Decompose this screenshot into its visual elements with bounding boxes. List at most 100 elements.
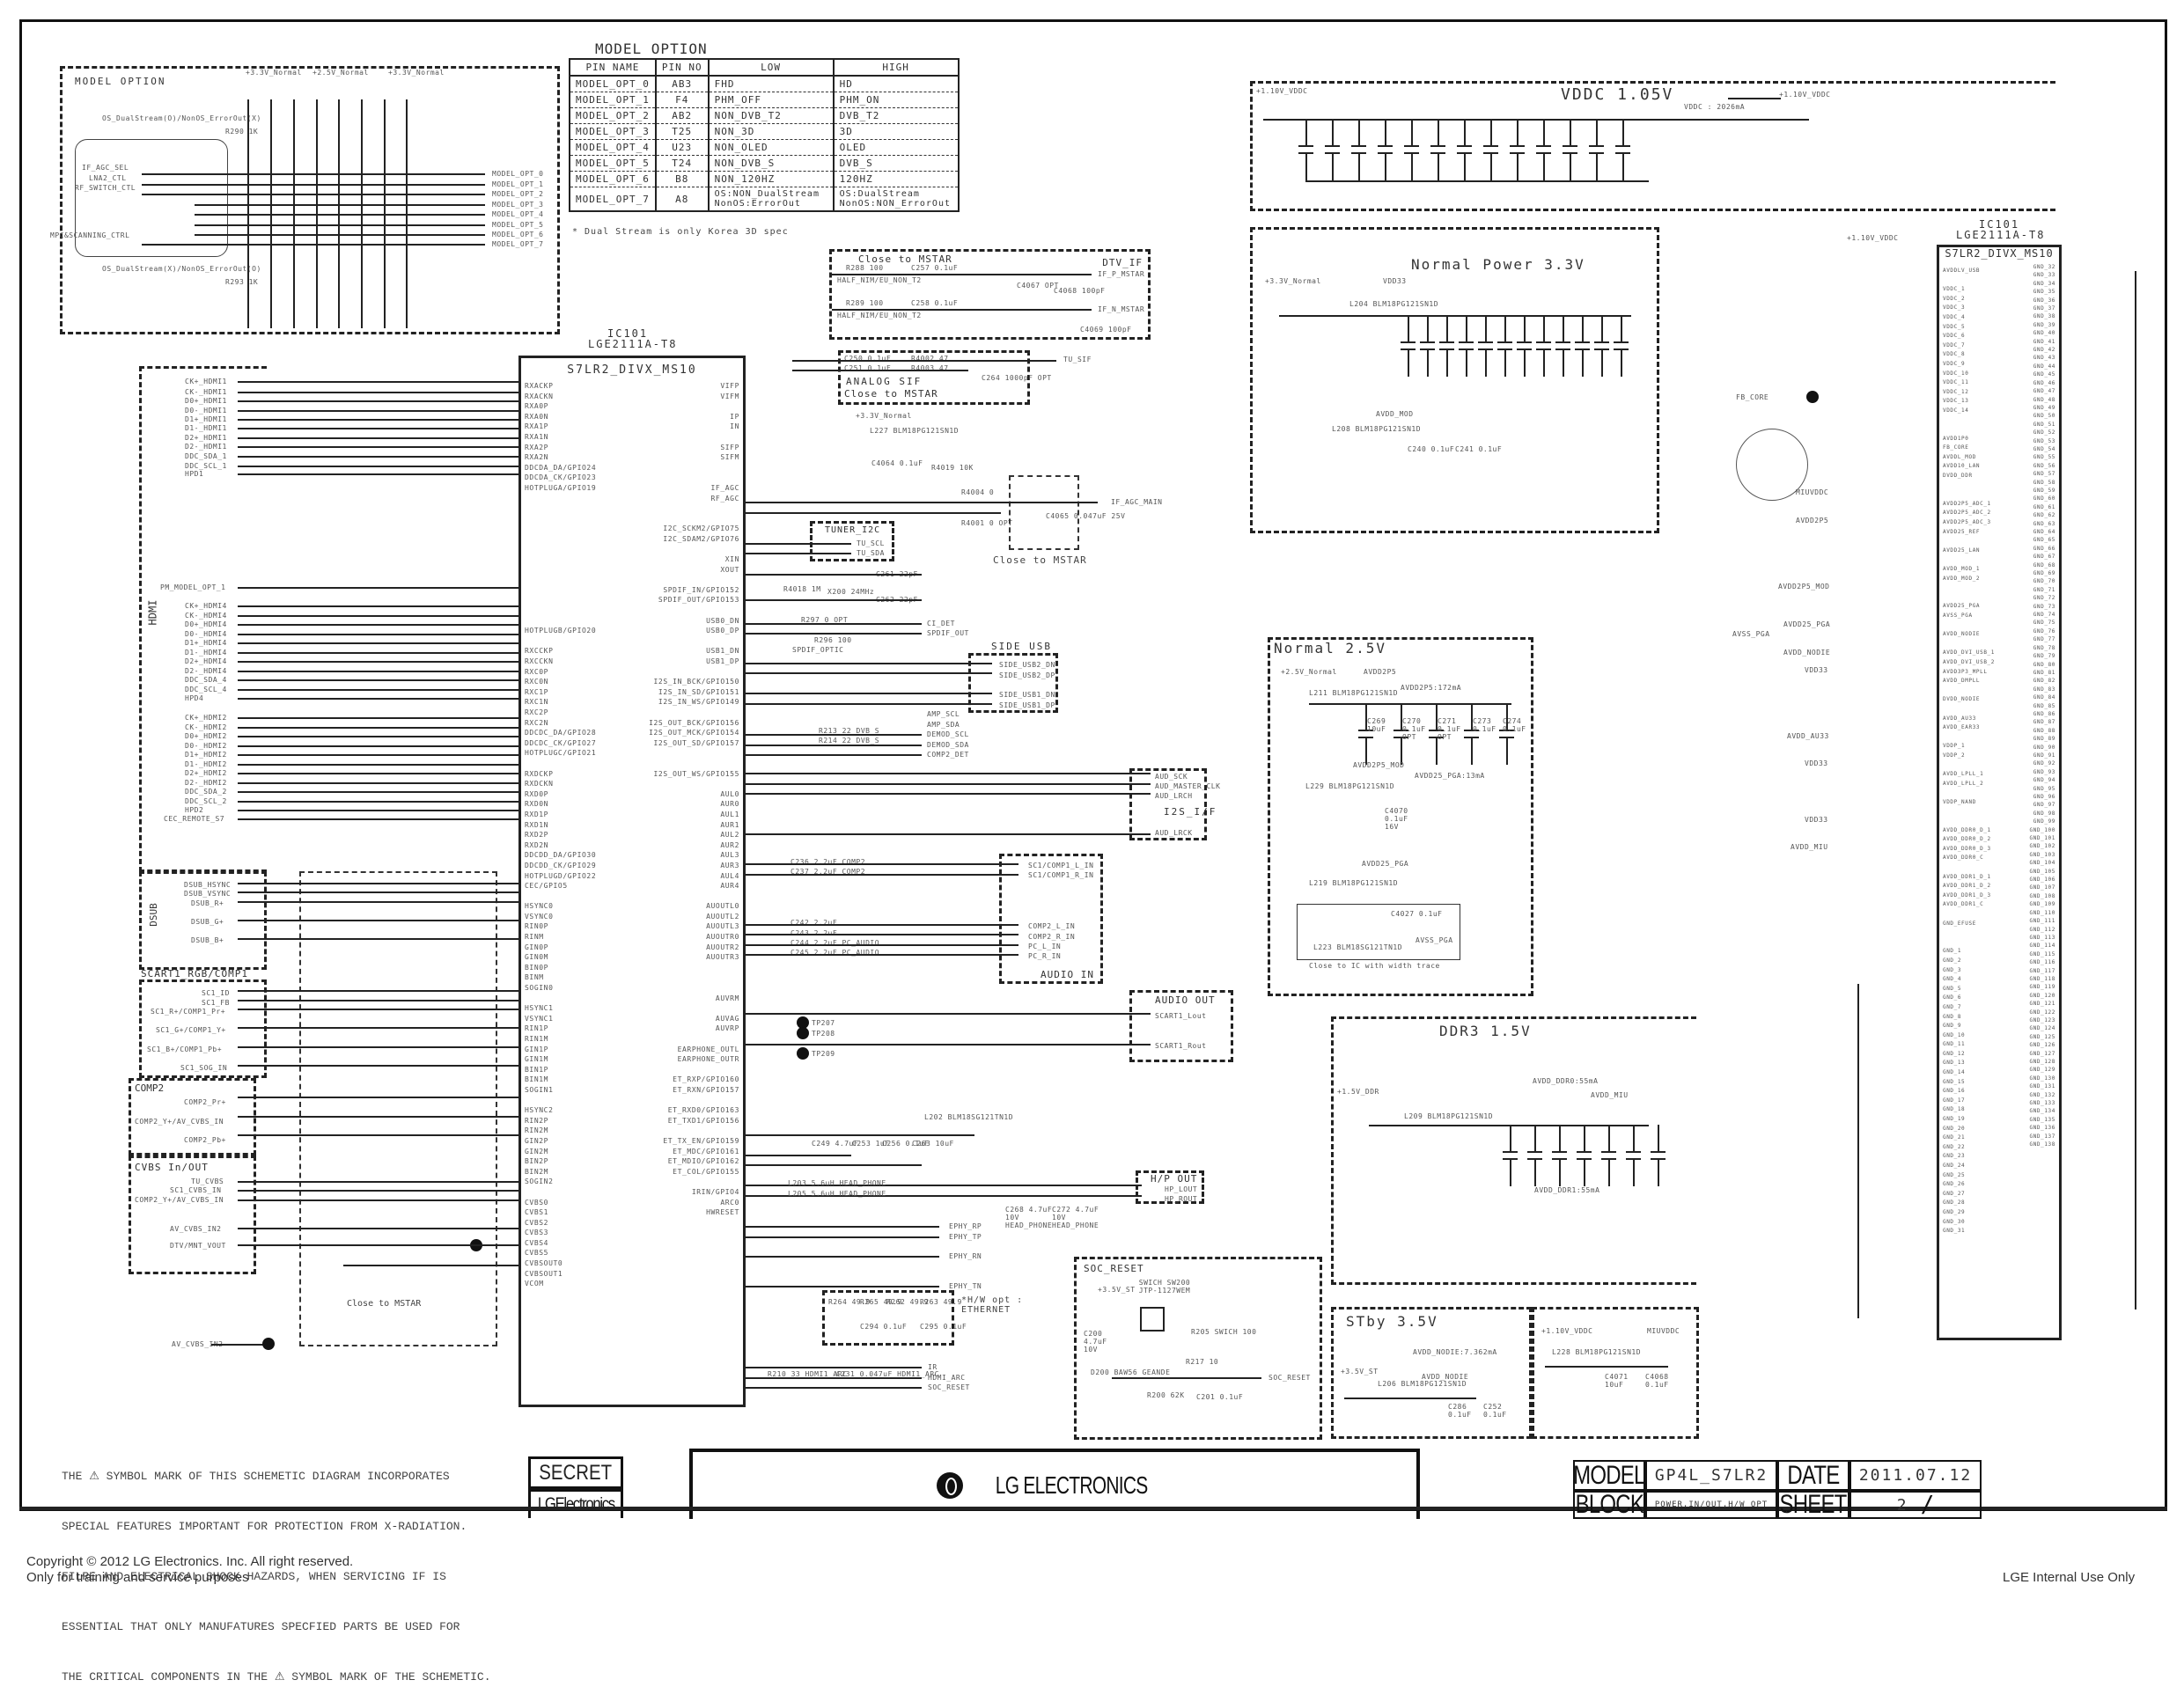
capacitor — [1320, 119, 1346, 180]
net-label: VDD33 — [1805, 816, 1828, 824]
output-port: MODEL_OPT_3 — [492, 201, 544, 209]
note: Close to IC with width trace — [1309, 962, 1440, 970]
main-ic: S7LR2_DIVX_MS10 RXACKP RXACKN RXA0P RXA0… — [518, 356, 746, 1407]
section-title: HDMI — [146, 599, 159, 626]
part-label: C286 0.1uF — [1448, 1403, 1472, 1419]
part-label: R210 33 HDMI1_ARC — [768, 1370, 848, 1378]
wire — [195, 224, 485, 226]
net-label: FB_CORE — [1736, 393, 1769, 401]
capacitor — [1596, 1125, 1621, 1186]
port-label: SC1_SOG_IN — [180, 1064, 228, 1072]
wire — [338, 99, 340, 328]
cell: T25 — [654, 123, 710, 140]
port-label: CK+_HDMI2 — [185, 714, 227, 722]
net-label: AVSS_PGA — [1732, 630, 1770, 638]
cell: MODEL_OPT_0 — [569, 76, 657, 92]
date-label: DATE — [1787, 1460, 1840, 1490]
part-label: R296 100 — [814, 636, 852, 644]
fb-core-testpoint — [1806, 391, 1819, 403]
part-label: C242 2.2uF — [791, 919, 838, 927]
part-label: R263 49.9 — [920, 1298, 962, 1306]
part-label: C268 4.7uF 10V HEAD_PHONE — [1005, 1206, 1053, 1229]
port-label: CK+_HDMI1 — [185, 378, 227, 385]
port-label: COMP2_DET — [927, 751, 969, 759]
port-label: SC1_CVBS_IN — [170, 1186, 222, 1194]
part-label: C252 0.1uF — [1483, 1403, 1507, 1419]
part-label: L209 BLM18PG121SN1D — [1404, 1112, 1494, 1120]
secret-label-cell: SECRET — [528, 1456, 623, 1489]
wire — [1309, 703, 1511, 705]
part-label: C240 0.1uF — [1408, 445, 1455, 453]
part-label: C273 0.1uF — [1473, 717, 1496, 733]
port-label: D1-_HDMI4 — [185, 649, 227, 657]
capacitor — [1434, 315, 1454, 377]
model-option-circuit: MODEL OPTION +3.3V_Normal +2.5V_Normal +… — [50, 66, 560, 334]
capacitor — [1522, 1125, 1547, 1186]
reset-switch[interactable] — [1140, 1307, 1165, 1332]
part-label: C251 0.1uF — [844, 364, 892, 372]
wire — [792, 370, 968, 371]
wire — [746, 833, 1151, 835]
testpoint-label: TP208 — [812, 1030, 835, 1038]
cell: NON_DVB_T2 — [707, 107, 835, 124]
rail-label: +3.3V_Normal — [856, 412, 912, 420]
sheet-label-cell: SHEET — [1777, 1490, 1849, 1519]
wire — [746, 874, 1018, 876]
port-label: D1+_HDMI2 — [185, 751, 227, 759]
port-label: HP_LOUT — [1165, 1185, 1198, 1193]
current-label: AVDD_DDR0:55mA — [1533, 1077, 1599, 1085]
wire — [1279, 315, 1631, 317]
cell: OS:NON_DualStream NonOS:ErrorOut — [707, 187, 835, 212]
rail-label: MIUVDDC — [1647, 1327, 1680, 1335]
capacitor — [1423, 703, 1459, 765]
wire — [293, 99, 295, 328]
sheet-slash: / — [1920, 1492, 1935, 1518]
port-label: IF_N_MSTAR — [1098, 305, 1145, 313]
capacitor — [1459, 703, 1494, 765]
port-label: SOC_RESET — [928, 1383, 970, 1391]
rail-label: +3.3V_Normal — [246, 69, 302, 77]
rail-label: +3.5V_ST — [1341, 1368, 1379, 1376]
port-label: D0-_HDMI4 — [185, 630, 227, 638]
ethernet-section: R264 49.9 R265 49.9 R262 49.9 R263 49.9 … — [822, 1290, 967, 1346]
capacitor — [1452, 119, 1478, 180]
lg-small-cell: LGElectronics — [528, 1489, 623, 1518]
part-label: C263 10uF — [912, 1140, 954, 1148]
cell: DVB_S — [832, 155, 960, 172]
section-title: TUNER_I2C — [825, 525, 881, 535]
output-port: MODEL_OPT_5 — [492, 221, 544, 229]
block-value: POWER,IN/OUT,H/W OPT — [1654, 1500, 1769, 1509]
part-label: L206 BLM18PG121SN1D — [1378, 1380, 1467, 1388]
capacitor — [1399, 119, 1425, 180]
column-header: LOW — [707, 58, 835, 77]
port-label: IF_AGC_MAIN — [1111, 498, 1163, 506]
port-label: EPHY_RP — [949, 1222, 982, 1230]
part-label: R4018 1M — [783, 585, 821, 593]
current-label: AVDD_NODIE:7.362mA — [1413, 1348, 1497, 1356]
net-label: AVDD25_PGA — [1783, 620, 1831, 628]
option-group-box — [75, 139, 228, 257]
part-label: R4004 0 — [961, 488, 995, 496]
port-label: SC1_R+/COMP1_Pr+ — [151, 1008, 226, 1016]
port-label: CK-_HDMI1 — [185, 388, 227, 396]
part-label: R4002 47 — [911, 355, 949, 363]
port-label: SIDE_USB2_DN — [999, 661, 1055, 669]
part-label: C243 2.2uF — [791, 929, 837, 937]
part-label: C201 0.1uF — [1196, 1393, 1244, 1401]
cell: MODEL_OPT_6 — [569, 171, 657, 187]
wire — [384, 99, 386, 328]
wire — [746, 1134, 974, 1136]
ic-ref: IC101 — [607, 327, 649, 340]
wire — [195, 234, 485, 236]
part-label: R205 SWICH 100 — [1191, 1328, 1257, 1336]
soc-reset-section: SOC_RESET +3.5V_ST SWICH SW200 JTP-1127W… — [1074, 1257, 1322, 1440]
port-label: SIDE_USB1_DN — [999, 691, 1055, 699]
wire — [746, 754, 922, 756]
cell: U23 — [654, 139, 710, 156]
port-label: D2-_HDMI4 — [185, 667, 227, 675]
capacitor — [1571, 1125, 1596, 1186]
wire — [746, 1155, 851, 1156]
port-label: DDC_SDA_2 — [185, 788, 227, 796]
